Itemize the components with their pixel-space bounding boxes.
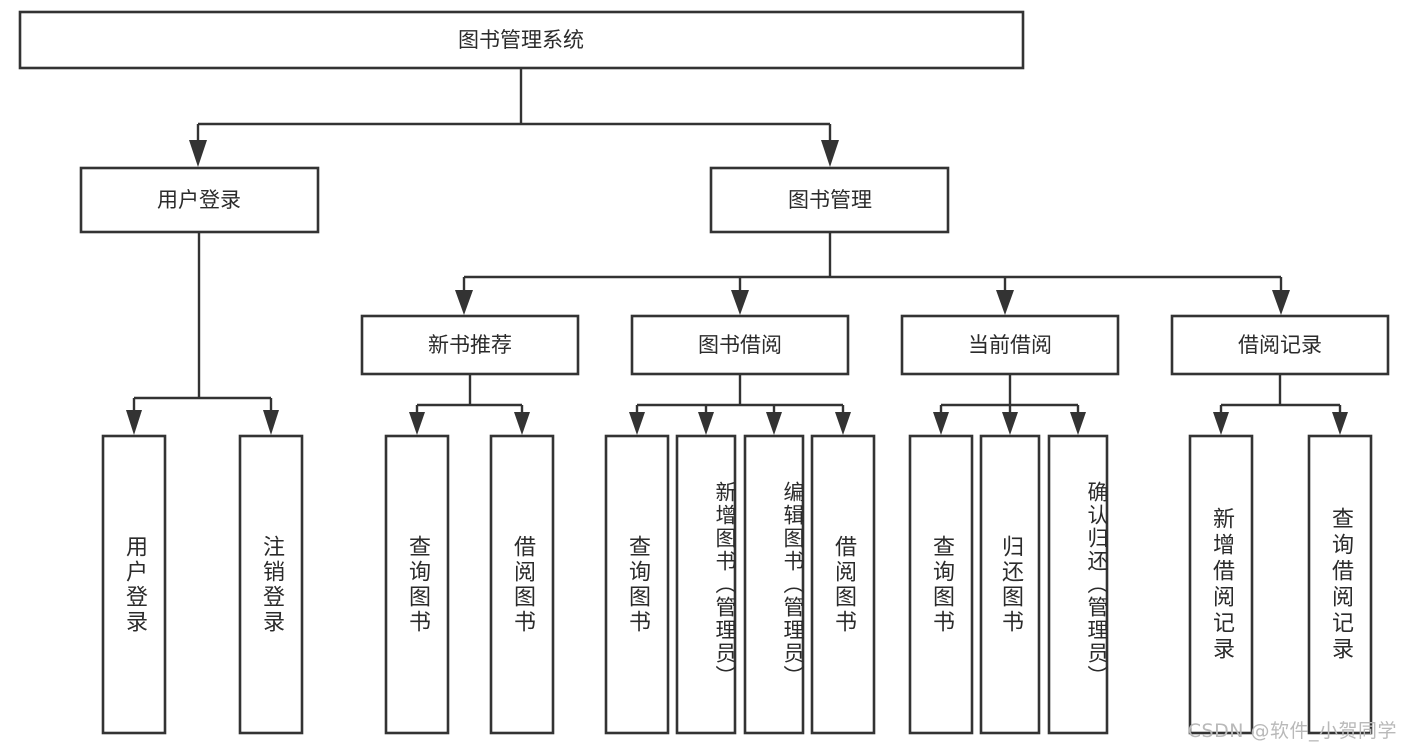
leaf-box-current-borrow-3[interactable] [1047,434,1109,735]
connector-group-current-borrow-leaves [933,374,1086,435]
leaf-box-user-login-1[interactable] [101,434,167,735]
connector-group-user-login-leaves [126,232,279,435]
leaf-box-borrow-record-2[interactable] [1307,434,1373,735]
arrow-icon-to-current-borrow [996,290,1014,315]
node-current-borrow[interactable]: 当前借阅 [900,314,1120,376]
node-user-login[interactable]: 用户登录 [79,166,320,234]
node-current-borrow-label: 当前借阅 [968,333,1052,357]
arrow-icon-leaf-cb-3 [1070,412,1086,435]
node-root-box[interactable] [18,10,1025,70]
arrow-icon-leaf-cb-1 [933,412,949,435]
arrow-icon-leaf-bb-1 [629,412,645,435]
arrow-icon-leaf-bb-2 [698,412,714,435]
node-book-borrow-label: 图书借阅 [698,333,782,357]
leaf-box-current-borrow-2[interactable] [979,434,1041,735]
leaf-box-new-book-1[interactable] [384,434,450,735]
node-borrow-record[interactable]: 借阅记录 [1170,314,1390,376]
node-new-book-recommend[interactable]: 新书推荐 [360,314,580,376]
leaf-box-book-borrow-1[interactable] [604,434,670,735]
arrow-icon-leaf-nb-1 [409,412,425,435]
leaf-box-current-borrow-1[interactable] [908,434,974,735]
arrow-icon-to-book-manage [821,140,839,167]
node-book-borrow-box[interactable] [630,314,850,376]
arrow-icon-to-new-book [455,290,473,315]
arrow-icon-to-borrow-record [1272,290,1290,315]
node-user-login-label: 用户登录 [157,188,241,212]
node-book-manage[interactable]: 图书管理 [709,166,950,234]
node-new-book-recommend-label: 新书推荐 [428,333,512,357]
arrow-icon-leaf-br-1 [1213,412,1229,435]
node-new-book-recommend-box[interactable] [360,314,580,376]
node-user-login-box[interactable] [79,166,320,234]
leaf-box-user-login-2[interactable] [238,434,304,735]
node-borrow-record-box[interactable] [1170,314,1390,376]
leaf-box-book-borrow-3[interactable] [743,434,805,735]
node-root[interactable]: 图书管理系统 [18,10,1025,70]
arrow-icon-to-user-login [189,140,207,167]
arrow-icon-leaf-ul-2 [263,410,279,435]
node-book-manage-box[interactable] [709,166,950,234]
arrow-icon-leaf-bb-3 [766,412,782,435]
connector-group-book-borrow-leaves [629,374,851,435]
connector-group-new-book-leaves [409,374,530,435]
leaf-box-borrow-record-1[interactable] [1188,434,1254,735]
arrow-icon-leaf-cb-2 [1002,412,1018,435]
node-root-label: 图书管理系统 [458,28,584,52]
node-borrow-record-label: 借阅记录 [1238,333,1322,357]
node-book-manage-label: 图书管理 [788,188,872,212]
arrow-icon-leaf-br-2 [1332,412,1348,435]
watermark-text: CSDN @软件_小贺同学 [1187,720,1397,742]
node-book-borrow[interactable]: 图书借阅 [630,314,850,376]
connector-group-root [189,68,839,167]
connector-group-book-manage [455,232,1290,315]
arrow-icon-leaf-nb-2 [514,412,530,435]
leaf-box-new-book-2[interactable] [489,434,555,735]
leaf-box-book-borrow-4[interactable] [810,434,876,735]
arrow-icon-to-book-borrow [731,290,749,315]
connector-group-borrow-record-leaves [1213,374,1348,435]
leaf-box-book-borrow-2[interactable] [675,434,737,735]
arrow-icon-leaf-bb-4 [835,412,851,435]
arrow-icon-leaf-ul-1 [126,410,142,435]
node-current-borrow-box[interactable] [900,314,1120,376]
